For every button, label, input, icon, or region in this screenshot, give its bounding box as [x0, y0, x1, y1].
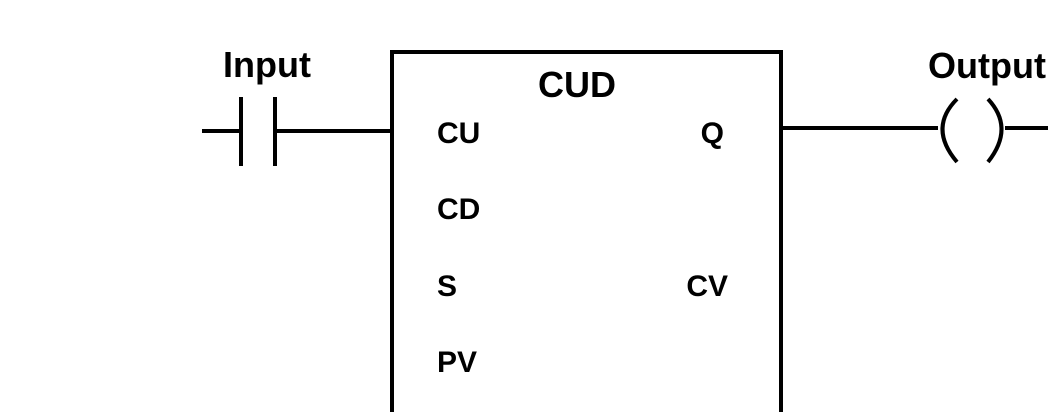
pin-s: S [437, 270, 457, 303]
pin-pv: PV [437, 346, 477, 379]
input-label: Input [223, 44, 311, 85]
block-title: CUD [538, 64, 616, 105]
pin-q: Q [701, 117, 724, 150]
pin-cu: CU [437, 117, 480, 150]
pin-cd: CD [437, 193, 480, 226]
output-coil-icon [940, 97, 1004, 164]
output-label: Output [928, 45, 1046, 86]
normally-open-contact-icon [239, 97, 277, 166]
cud-function-block [390, 50, 783, 412]
pin-cv: CV [686, 270, 728, 303]
